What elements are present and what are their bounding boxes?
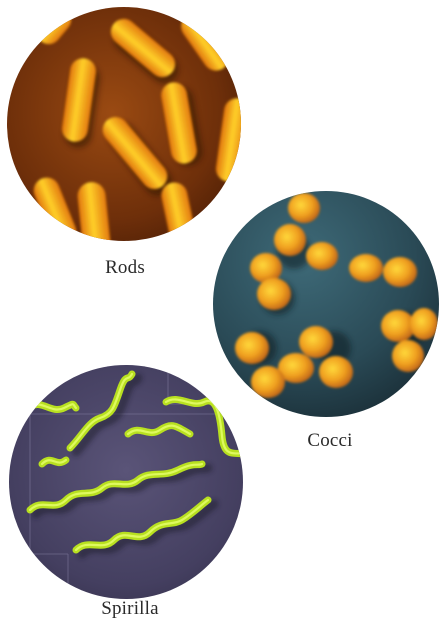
coccus xyxy=(410,308,438,340)
rods-image xyxy=(6,6,242,242)
coccus xyxy=(288,193,320,223)
coccus xyxy=(381,310,415,342)
coccus xyxy=(235,332,269,364)
coccus xyxy=(257,278,291,310)
coccus xyxy=(274,224,306,256)
cocci-image xyxy=(212,190,440,418)
rods-illustration xyxy=(6,6,242,242)
cocci-label: Cocci xyxy=(290,430,370,452)
coccus xyxy=(383,257,417,287)
coccus xyxy=(251,366,285,398)
coccus xyxy=(299,326,333,358)
cocci-illustration xyxy=(212,190,440,418)
coccus xyxy=(349,254,383,282)
coccus xyxy=(306,242,338,270)
spirilla-illustration xyxy=(8,364,244,600)
coccus xyxy=(392,340,424,372)
spirilla-label: Spirilla xyxy=(80,598,180,620)
coccus xyxy=(319,356,353,388)
rods-label: Rods xyxy=(90,257,160,279)
spirilla-image xyxy=(8,364,244,600)
